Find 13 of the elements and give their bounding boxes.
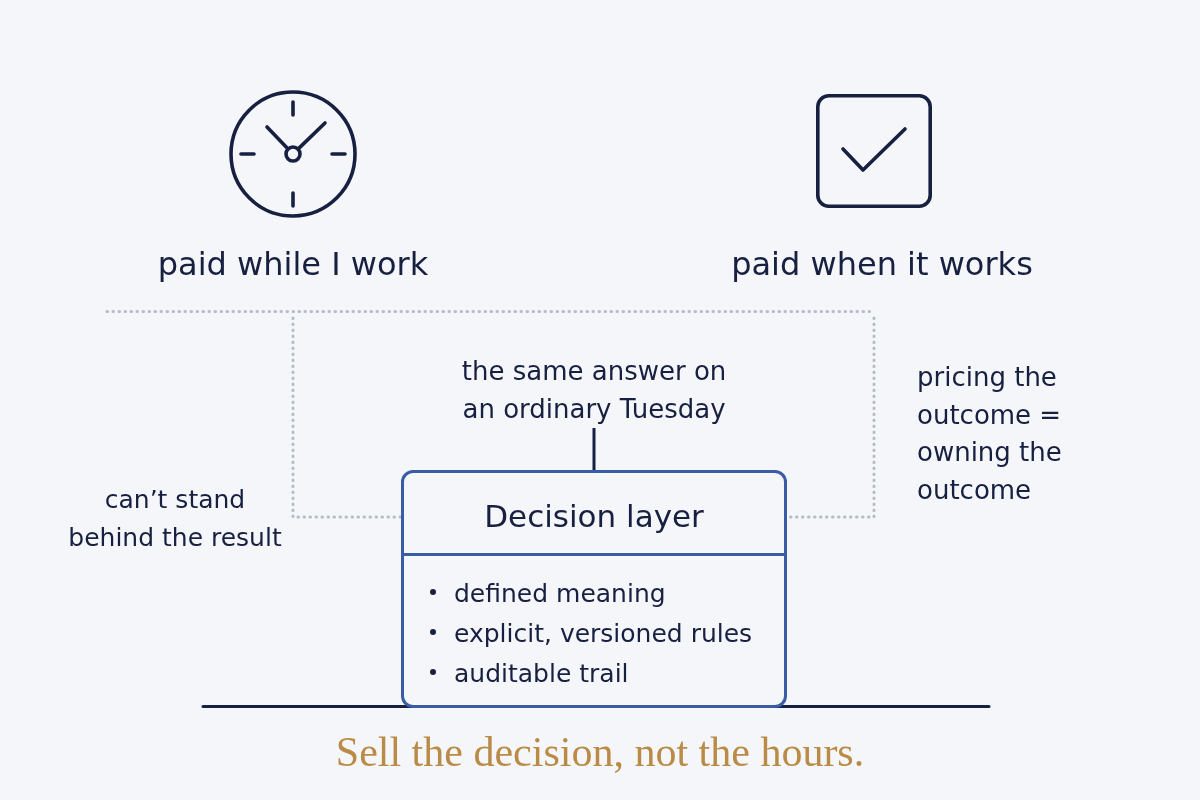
box-title: Decision layer: [484, 497, 704, 536]
concept-heading: paid while I work: [157, 244, 429, 284]
list-item-text: defined meaning: [454, 578, 666, 610]
connector-line: [592, 428, 596, 470]
annotation-text: can’t stand behind the result: [67, 484, 283, 554]
decision-box: [401, 470, 787, 708]
list-item-text: auditable trail: [454, 658, 629, 690]
list-item-text: explicit, versioned rules: [454, 618, 753, 650]
concept-heading: paid when it works: [731, 244, 1033, 284]
annotation-text: the same answer on an ordinary Tuesday: [460, 355, 728, 426]
annotation-text: pricing the outcome = owning the outcome: [917, 361, 1063, 507]
caption-text: Sell the decision, not the hours.: [335, 728, 865, 777]
dotted-connector: [291, 314, 403, 519]
